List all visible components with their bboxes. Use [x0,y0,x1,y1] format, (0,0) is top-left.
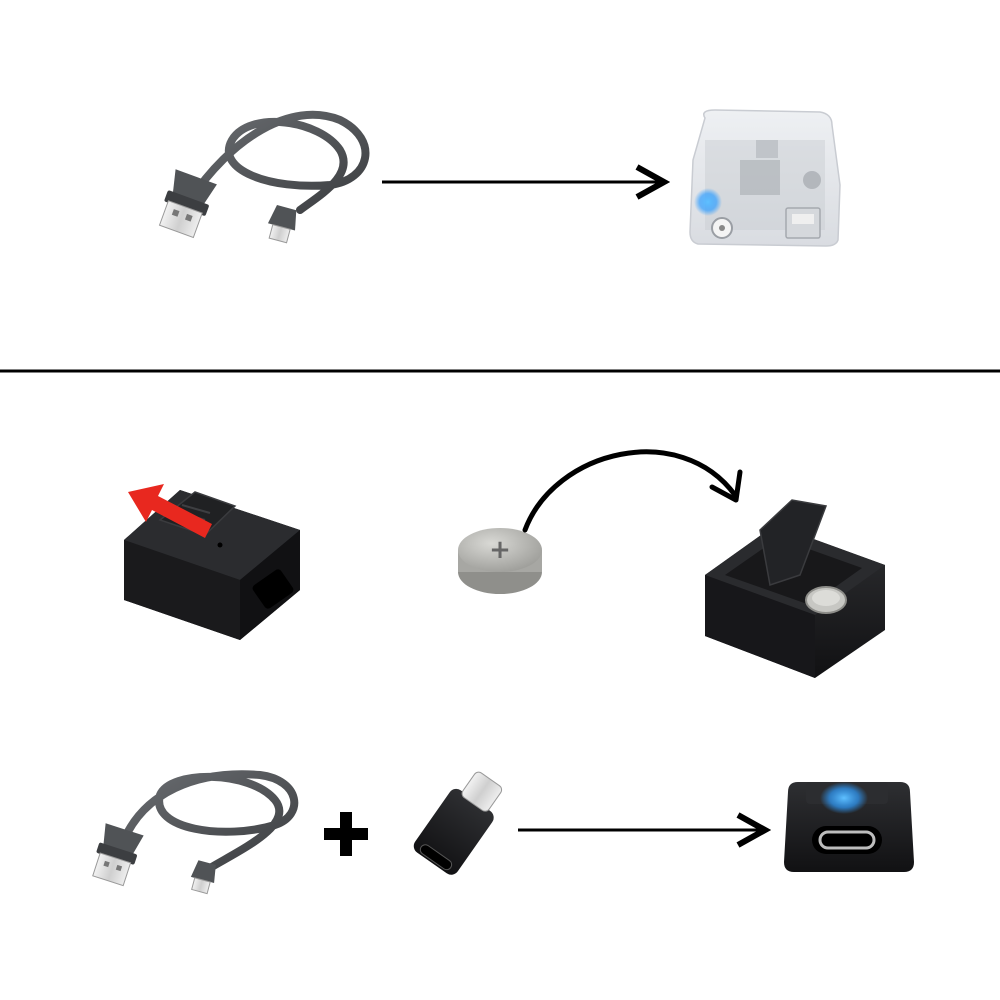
plus-icon [324,812,368,856]
open-tracker-battery-icon [705,499,885,678]
red-pull-arrow-icon [128,484,212,538]
usb-micro-cable-icon [158,110,370,244]
usb-c-adapter-icon [413,771,503,875]
translucent-tracker-icon [689,109,841,247]
battery-polarity-label: + [489,535,511,565]
coin-battery-icon: + [458,528,542,594]
usb-c-tracker-icon [784,782,914,872]
usb-micro-cable-icon [92,770,299,895]
curved-arrow-icon [522,449,743,533]
